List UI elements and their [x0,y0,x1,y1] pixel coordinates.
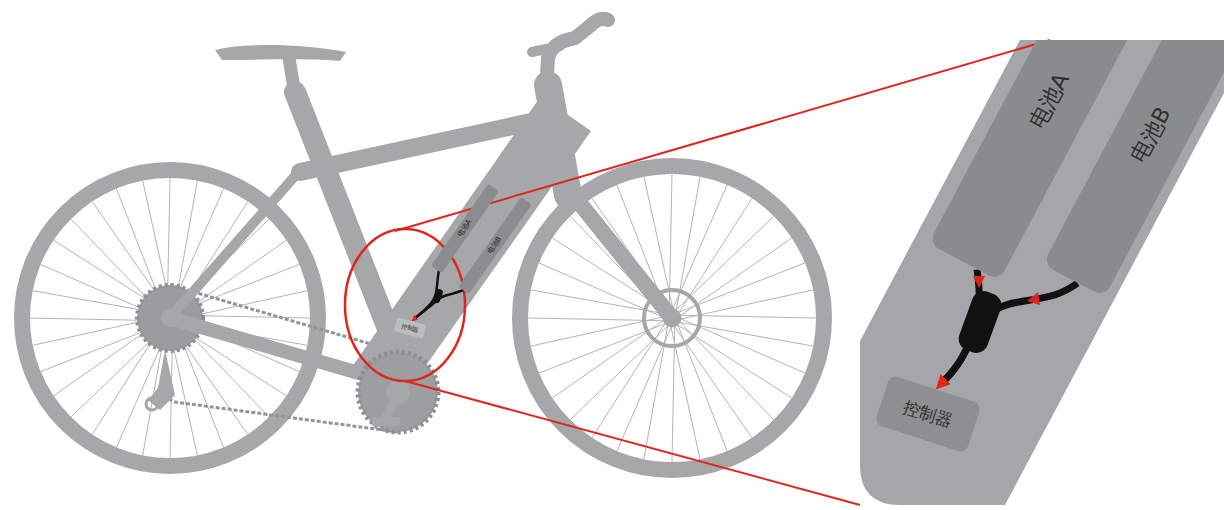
chainring [358,352,438,432]
derailleur [146,350,175,410]
bike-frame [289,58,295,95]
flow-arrow [1027,292,1040,305]
bike-frame [565,185,672,318]
zoom-callout [405,381,860,505]
flow-arrow [973,276,1040,305]
controller-box: 控制器 [394,317,427,338]
cable-connector [942,283,1078,383]
chainring [385,392,398,420]
battery-label: 电池B [1126,103,1175,167]
controller-box: 控制器 [874,374,981,453]
bike-frame [546,19,608,92]
chainring [358,352,438,432]
bike-frame [532,46,560,52]
derailleur [146,398,158,410]
controller-label: 控制器 [400,322,419,333]
battery-label: 电池B [486,235,503,255]
flow-arrow [973,276,985,288]
bike-frame [170,19,672,385]
controller-label: 控制器 [901,397,955,431]
zoom-callout [345,40,1050,505]
chainring [358,352,438,432]
cable-splitter [955,288,1004,357]
battery-label: 电池A [1025,70,1074,134]
derailleur [148,350,175,410]
battery-label: 电池A [456,218,473,238]
cable-splitter [432,288,443,304]
chainring [372,417,400,426]
bike-frame [170,168,302,318]
cable-splitter [432,288,1004,357]
saddle [215,45,346,61]
